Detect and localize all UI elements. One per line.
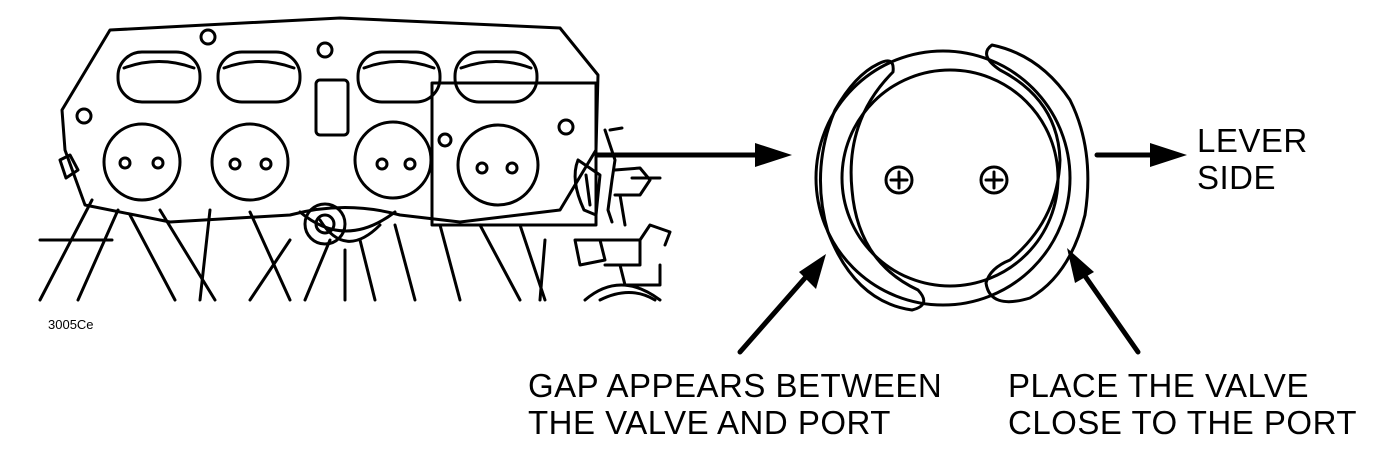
place-pointer-arrow (1067, 248, 1141, 355)
upper-port (216, 50, 302, 104)
round-port (210, 122, 290, 202)
lever-side-label-line-2: SIDE (1197, 158, 1277, 196)
round-port (102, 122, 182, 202)
flange-bolt-hole (199, 28, 217, 46)
valve-screw (884, 165, 914, 195)
lever-side-label-line-1: LEVER (1197, 122, 1308, 159)
figure-code: 3005Ce (48, 317, 94, 332)
bolt-boss-hole (314, 213, 336, 235)
upper-port (356, 50, 442, 104)
place-label-line-2: CLOSE TO THE PORT (1008, 403, 1357, 441)
flange-bolt-hole (316, 41, 334, 59)
valve-lever-linkage (573, 126, 662, 227)
place-label: PLACE THE VALVE CLOSE TO THE PORT (1008, 367, 1357, 442)
upper-port (116, 50, 202, 104)
manifold-lower-body (38, 153, 672, 302)
flange-bolt-hole (557, 118, 575, 136)
place-label-line-1: PLACE THE VALVE (1008, 367, 1309, 404)
port-bore (814, 49, 1072, 307)
gap-label-line-1: GAP APPEARS BETWEEN (528, 367, 943, 404)
lever-side-label: LEVER SIDE (1197, 122, 1308, 197)
round-port (456, 123, 540, 207)
gap-label-line-2: THE VALVE AND PORT (528, 403, 891, 441)
gap-pointer-arrow (737, 254, 826, 355)
bolt-boss (303, 202, 347, 246)
intake-manifold-drawing (38, 16, 672, 302)
callout-arrow (594, 143, 792, 167)
lever-side-arrow (1094, 143, 1187, 167)
valve-screw (979, 165, 1009, 195)
right-gap-crescent (984, 43, 1090, 304)
flange-bolt-hole (437, 132, 453, 148)
round-port (353, 120, 433, 200)
flange-bolt-hole (75, 107, 93, 125)
left-gap-crescent (818, 59, 926, 312)
gap-label: GAP APPEARS BETWEEN THE VALVE AND PORT (528, 367, 943, 442)
center-slot (314, 78, 350, 137)
detail-callout-box (430, 81, 598, 227)
valve-port-detail (814, 43, 1090, 312)
upper-port (453, 50, 539, 104)
manifold-flange-outline (60, 16, 600, 224)
upper-oval-ports (116, 50, 539, 104)
